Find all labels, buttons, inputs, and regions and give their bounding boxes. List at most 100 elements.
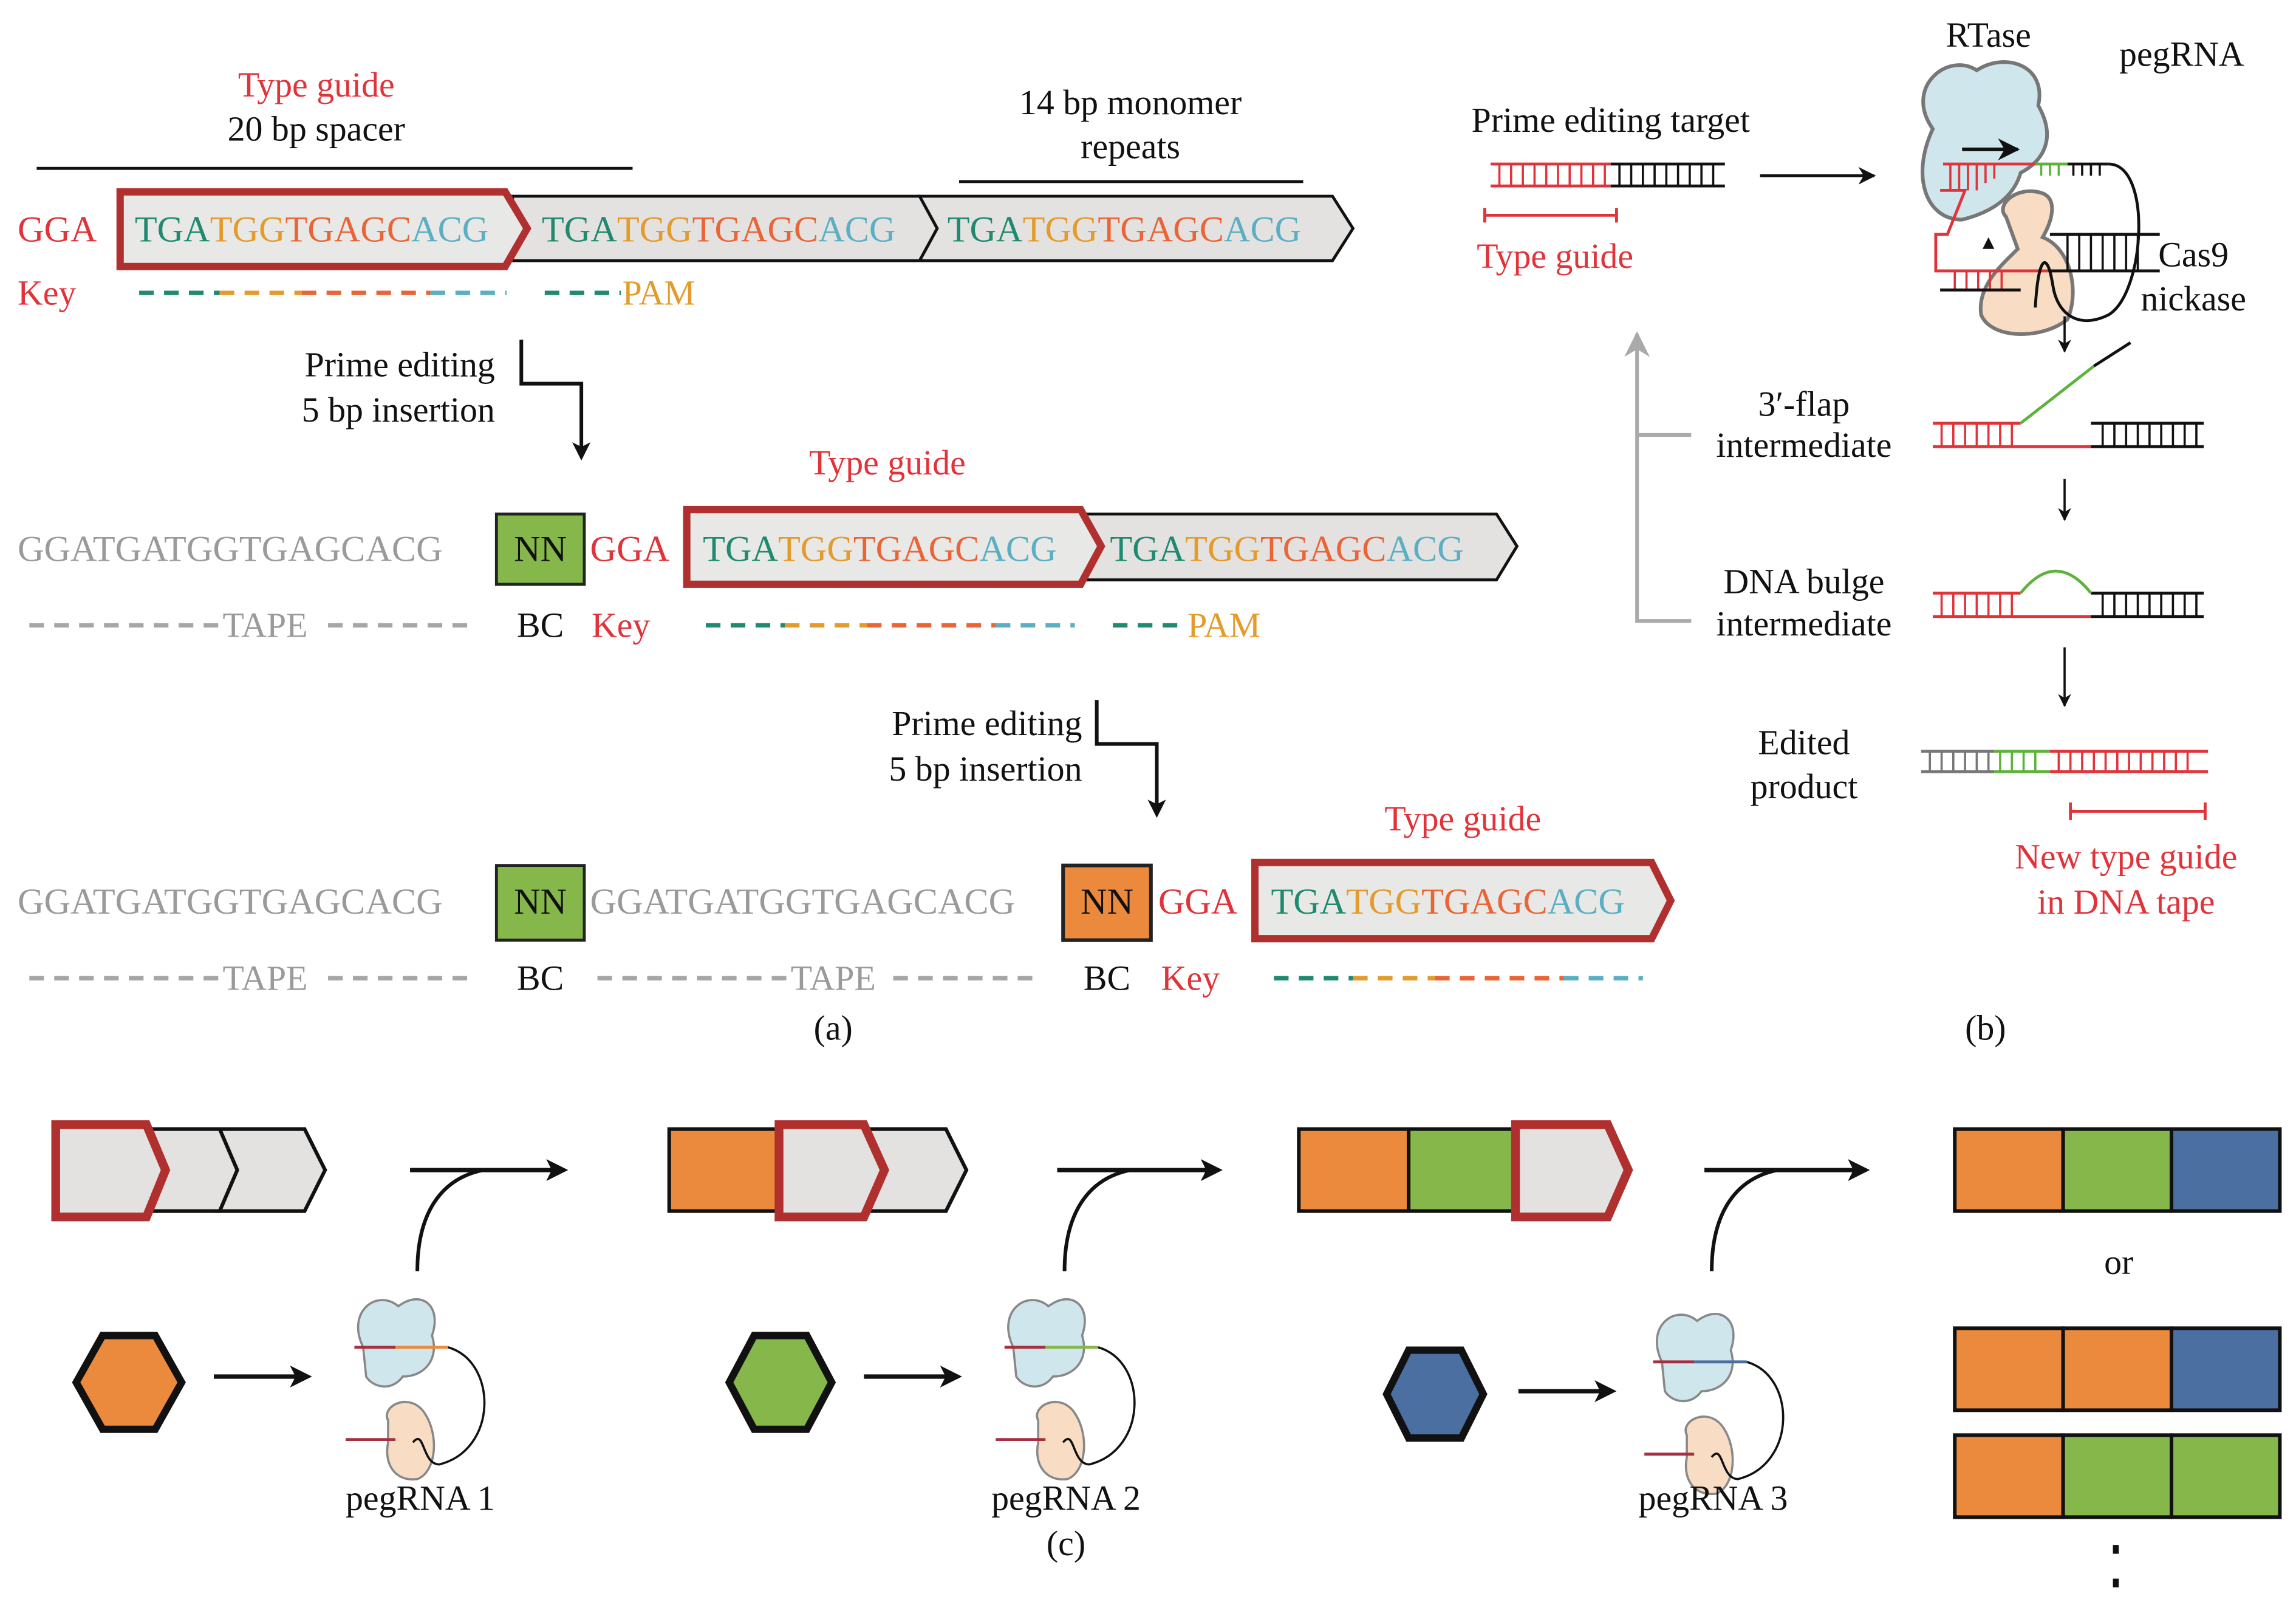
barcode-text: NN xyxy=(514,881,567,922)
monomer-sequence: TGATGGTGAGCACG xyxy=(542,210,895,250)
monomer-sequence: TGATGGTGAGCACG xyxy=(135,210,488,250)
type-guide-block xyxy=(683,505,1105,588)
key-sequence: GGA xyxy=(590,529,670,569)
panel-caption: (a) xyxy=(814,1008,853,1048)
new-guide-label-2: in DNA tape xyxy=(2037,882,2215,922)
new-guide-label: New type guide xyxy=(2015,837,2237,876)
bulge-label: DNA bulge xyxy=(1723,561,1884,601)
barcode-cell-green xyxy=(2061,1127,2174,1213)
nickase-label: nickase xyxy=(2141,279,2246,318)
pegrna-1: pegRNA 1 xyxy=(72,1298,495,1518)
tape-sequence: GGATGATGGTGAGCACG xyxy=(18,529,443,569)
prime-editor-icon xyxy=(1644,1313,1785,1496)
prime-editor-icon xyxy=(346,1298,486,1480)
key-label: Key xyxy=(18,273,76,312)
panel-b: Prime editing target Type guide xyxy=(1472,15,2246,1047)
step-label: Prime editing xyxy=(305,345,495,385)
outcome-tape xyxy=(1953,1433,2282,1519)
tape-state-0 xyxy=(51,1120,327,1222)
prime-editor-icon xyxy=(996,1298,1136,1480)
spacer-label: 20 bp spacer xyxy=(228,109,405,148)
tape-label: TAPE xyxy=(223,959,308,998)
key-label: Key xyxy=(1161,959,1220,998)
pegrna-3: pegRNA 3 xyxy=(1382,1313,1788,1518)
type-guide-label: Type guide xyxy=(1384,799,1541,838)
tape-state-1 xyxy=(667,1120,969,1222)
transition-arrow-icon xyxy=(410,1158,569,1271)
or-label: or xyxy=(2104,1242,2133,1282)
pegrna-2: pegRNA 2 xyxy=(725,1298,1141,1518)
key-sequence: GGA xyxy=(18,210,97,250)
step-arrow-icon xyxy=(519,340,591,461)
hexagon-green-icon xyxy=(725,1332,836,1433)
panel-c: pegRNA 1 pegRNA 2 xyxy=(51,1120,2282,1588)
barcode-label: BC xyxy=(517,606,564,645)
prime-editor-complex-icon xyxy=(1921,60,2160,336)
rtase-label: RTase xyxy=(1946,15,2031,55)
tape-label: TAPE xyxy=(223,606,308,645)
type-guide-label: Type guide xyxy=(1477,236,1633,276)
barcode-cell-orange xyxy=(1953,1433,2065,1519)
transition-arrow-icon xyxy=(1704,1158,1870,1271)
outcome-tape xyxy=(1953,1127,2282,1213)
outcome-list xyxy=(1953,1127,2282,1519)
barcode-block-green xyxy=(494,512,586,586)
monomer-label-2: repeats xyxy=(1081,126,1180,166)
ellipsis-dot xyxy=(2113,1578,2119,1588)
barcode-block-green xyxy=(494,864,586,942)
tape-sequence: GGATGATGGTGAGCACG xyxy=(18,881,443,922)
tape-state-2 xyxy=(1297,1120,1633,1222)
type-guide-block xyxy=(116,188,531,270)
monomer-sequence: TGATGGTGAGCACG xyxy=(948,210,1301,250)
key-label: Key xyxy=(592,606,650,645)
flap-intermediate-icon xyxy=(1933,341,2204,448)
barcode-text: NN xyxy=(1081,881,1133,922)
bulge-label-2: intermediate xyxy=(1716,604,1891,643)
barcode-cell-orange xyxy=(1953,1326,2065,1412)
type-guide-label: Type guide xyxy=(238,65,395,104)
barcode-text: NN xyxy=(514,529,567,569)
monomer-sequence: TGATGGTGAGCACG xyxy=(1271,881,1624,922)
pegrna-label: pegRNA 1 xyxy=(346,1478,495,1518)
barcode-label: BC xyxy=(517,959,564,998)
pegrna-label: pegRNA xyxy=(2119,34,2244,74)
step-arrow-icon xyxy=(1095,700,1166,818)
panel-a: Type guide 20 bp spacer 14 bp monomer re… xyxy=(18,65,1675,1048)
barcode-cell-blue xyxy=(2169,1127,2282,1213)
edited-product-icon xyxy=(1921,750,2209,773)
monomer-label: 14 bp monomer xyxy=(1019,83,1242,122)
new-guide-bracket xyxy=(2069,802,2207,820)
monomer-sequence: TGATGGTGAGCACG xyxy=(703,529,1056,569)
key-sequence: GGA xyxy=(1158,881,1238,922)
tape-sequence: GGATGATGGTGAGCACG xyxy=(590,881,1016,922)
step-label-2: 5 bp insertion xyxy=(889,749,1082,789)
barcode-block-orange xyxy=(1061,863,1153,942)
pam-label: PAM xyxy=(1187,606,1260,645)
barcode-label: BC xyxy=(1084,959,1130,998)
cycle-arrow-icon xyxy=(1624,331,1692,623)
step-label: Prime editing xyxy=(892,703,1082,743)
bulge-intermediate-icon xyxy=(1933,569,2204,618)
panel-caption: (c) xyxy=(1047,1524,1085,1563)
type-guide-block xyxy=(1251,858,1675,943)
target-duplex xyxy=(1491,162,1725,188)
cas9-label: Cas9 xyxy=(2158,235,2229,275)
flap-label: 3′-flap xyxy=(1758,385,1850,424)
ellipsis-dot xyxy=(2113,1545,2119,1554)
target-label: Prime editing target xyxy=(1472,100,1750,140)
barcode-cell-green xyxy=(2169,1433,2282,1519)
outcome-tape xyxy=(1953,1326,2282,1412)
pam-label: PAM xyxy=(623,273,695,312)
hexagon-orange-icon xyxy=(72,1332,186,1433)
barcode-cell-orange xyxy=(1953,1127,2065,1213)
step-label-2: 5 bp insertion xyxy=(302,390,495,429)
hexagon-blue-icon xyxy=(1382,1346,1488,1442)
pegrna-label: pegRNA 2 xyxy=(991,1478,1141,1518)
monomer-sequence: TGATGGTGAGCACG xyxy=(1110,529,1463,569)
pegrna-label: pegRNA 3 xyxy=(1639,1478,1788,1518)
barcode-cell-blue xyxy=(2169,1326,2282,1412)
panel-caption: (b) xyxy=(1965,1008,2006,1048)
barcode-cell-orange xyxy=(2061,1326,2174,1412)
tape-label: TAPE xyxy=(791,959,876,998)
